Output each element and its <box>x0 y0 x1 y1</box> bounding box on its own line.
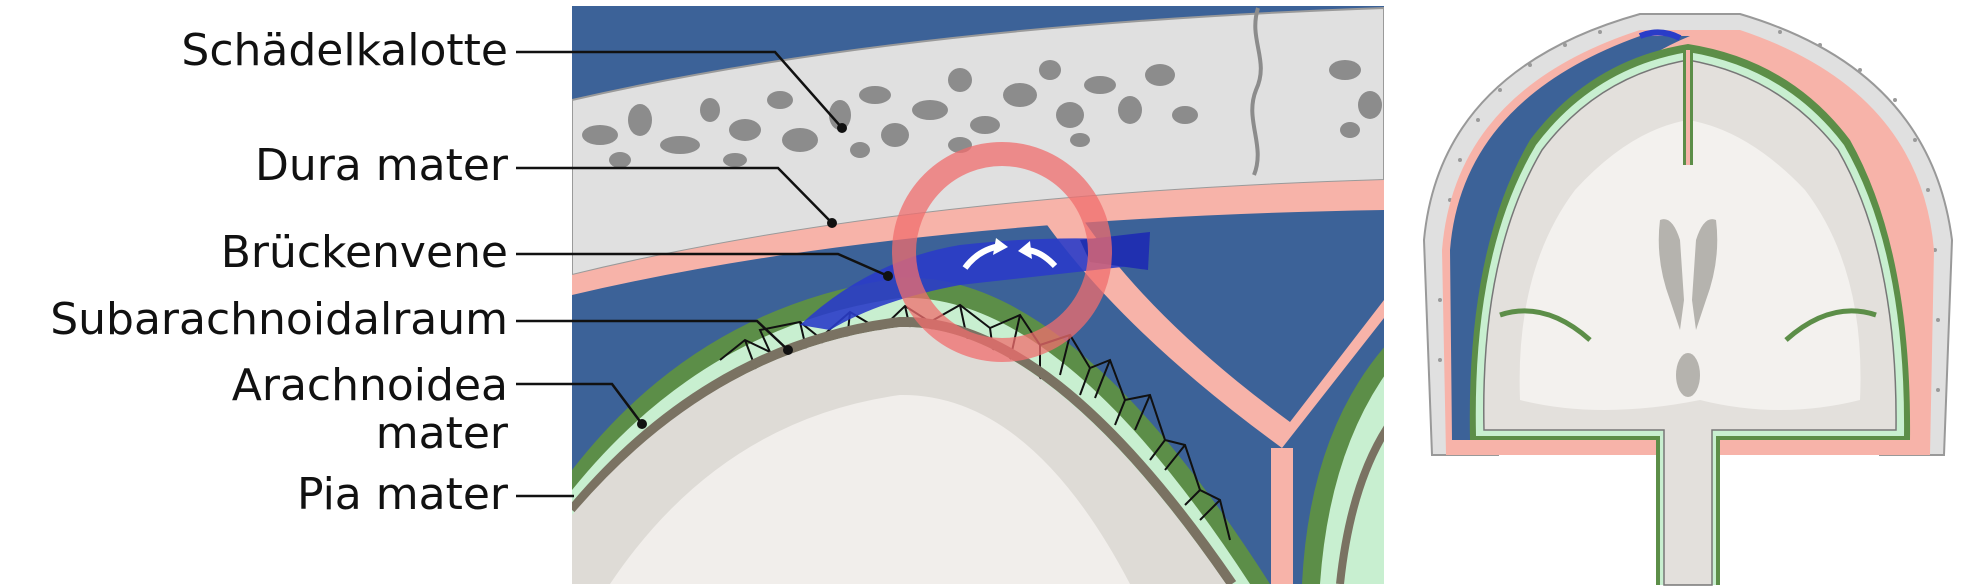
overview-sylvian-left <box>1499 308 1592 342</box>
highlight-ring <box>892 142 1112 362</box>
dura-fold <box>1040 215 1384 448</box>
label-subarachnoid: Subarachnoidalraum <box>50 294 508 345</box>
right-gyrus-pia <box>1336 425 1384 584</box>
flow-arrowhead-right <box>1018 241 1032 259</box>
label-skull: Schädelkalotte <box>181 25 508 76</box>
leader-subarachnoid <box>516 319 789 351</box>
overview-ventricle-right <box>1692 219 1718 330</box>
overview-skull-texture <box>1438 30 1940 392</box>
brain-white-matter <box>610 394 1130 584</box>
label-dura: Dura mater <box>255 140 509 191</box>
overview-brain <box>1422 13 1954 586</box>
leader-arachnoid <box>516 382 643 425</box>
overview-bridging-vein <box>1638 29 1682 41</box>
labels-group: Schädelkalotte Dura mater Brückenvene Su… <box>50 25 893 520</box>
label-arachnoid-line1: Arachnoidea <box>232 360 508 411</box>
leader-subarachnoid-dot <box>783 345 793 355</box>
overview-hematoma <box>1450 36 1690 440</box>
pia-layer <box>572 316 1237 584</box>
skull-pores <box>582 60 1382 168</box>
overview-ventricle-left <box>1658 219 1684 330</box>
overview-third-ventricle <box>1676 353 1700 397</box>
leader-dura-dot <box>827 218 837 228</box>
overview-white-matter <box>1519 120 1861 410</box>
leader-dura <box>516 166 833 224</box>
right-gyrus-csf <box>1320 376 1384 584</box>
leader-skull-dot <box>837 123 847 133</box>
label-bridging-vein: Brückenvene <box>221 227 508 278</box>
section-detail-view <box>572 6 1384 584</box>
label-pia: Pia mater <box>297 469 509 520</box>
leader-arachnoid-dot <box>637 419 647 429</box>
leader-bridging-vein <box>516 252 889 278</box>
overview-sylvian-right <box>1784 308 1877 342</box>
bridging-vein <box>800 238 1140 330</box>
skull-suture <box>1250 7 1263 176</box>
leader-skull <box>516 50 843 129</box>
label-arachnoid-line2: mater <box>376 408 509 459</box>
flow-arrowhead-left <box>993 238 1008 255</box>
dura-layer <box>572 180 1384 295</box>
leader-bridging-vein-dot <box>883 271 893 281</box>
